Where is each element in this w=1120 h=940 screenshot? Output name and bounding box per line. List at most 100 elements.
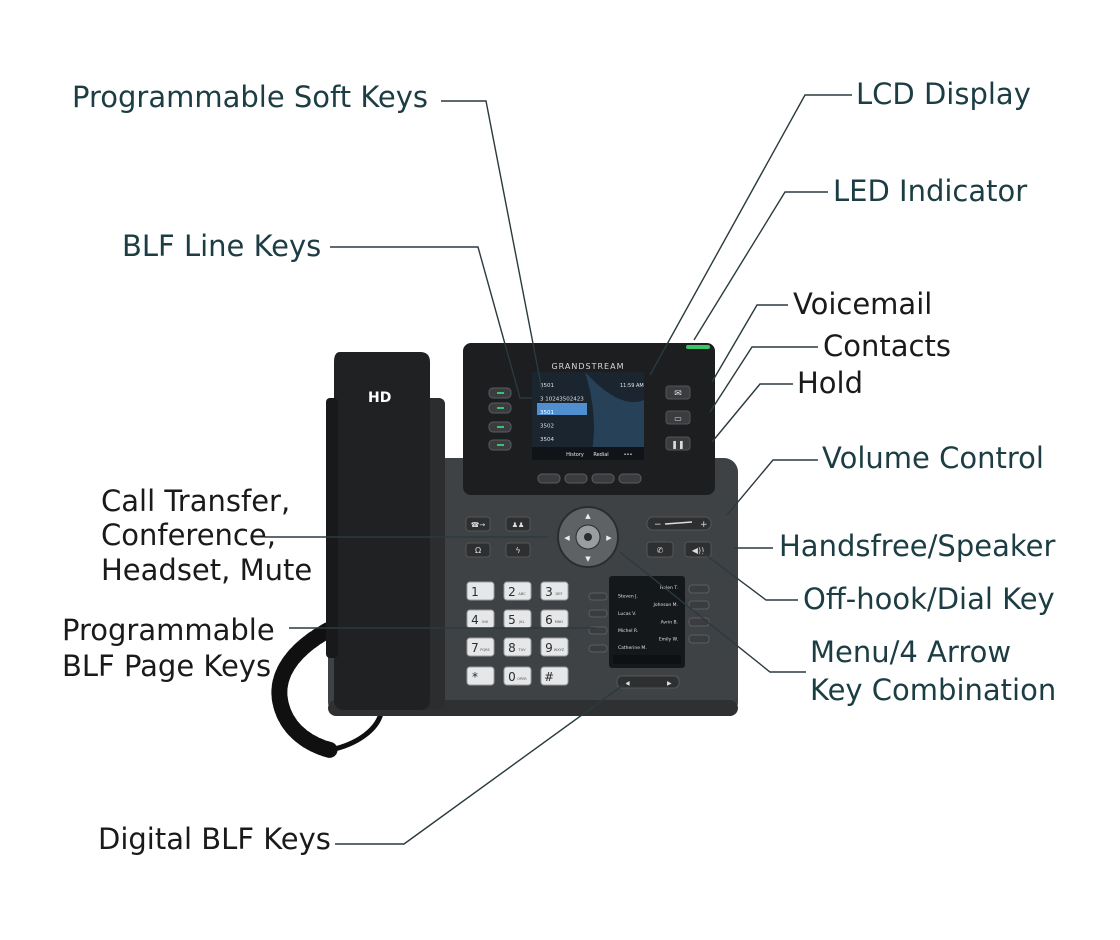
secondary-contact-entry: Lucas V. xyxy=(618,611,636,617)
lcd-softkey-label: ••• xyxy=(624,452,633,458)
book-icon: ▭ xyxy=(674,414,682,423)
speaker-icon: ◀)) xyxy=(692,546,704,555)
lcd-softkey-bar xyxy=(532,447,644,460)
led-indicator xyxy=(686,345,710,349)
conference-icon: ♟♟ xyxy=(512,521,525,529)
ok-dot-icon xyxy=(584,533,592,541)
page-right-icon: ▶ xyxy=(667,680,672,687)
keypad-key[interactable] xyxy=(466,581,495,601)
keypad-key[interactable] xyxy=(503,666,532,686)
keypad-digit: 3 xyxy=(545,585,553,599)
leader-lines xyxy=(265,94,852,845)
blf-line-keys[interactable] xyxy=(488,387,512,451)
label-menu-line2: Key Combination xyxy=(810,673,1057,707)
soft-keys[interactable] xyxy=(537,473,642,484)
mute-key[interactable] xyxy=(505,542,531,558)
keypad-key[interactable] xyxy=(540,637,569,657)
transfer-icon: ☎→ xyxy=(471,521,486,529)
digital-blf-key[interactable] xyxy=(688,584,710,594)
soft-key[interactable] xyxy=(564,473,588,484)
headset-key[interactable] xyxy=(465,542,491,558)
keypad-letters: TUV xyxy=(517,648,526,652)
leader-volume xyxy=(726,459,818,516)
leader-soft-keys xyxy=(441,100,543,391)
leader-lcd xyxy=(649,94,852,376)
page-left-icon: ◀ xyxy=(625,680,630,687)
blf-led-icon xyxy=(497,426,504,428)
volume-ramp-icon xyxy=(664,521,693,525)
transfer-key[interactable] xyxy=(465,516,491,532)
label-contacts: Contacts xyxy=(823,329,951,363)
label-handsfree: Handsfree/Speaker xyxy=(779,529,1056,563)
arrow-right-icon: ▶ xyxy=(606,534,612,542)
hold-key[interactable] xyxy=(665,436,691,451)
secondary-contact-entry: Steven J. xyxy=(618,594,638,600)
blf-page-key[interactable] xyxy=(588,644,608,653)
leader-hold xyxy=(711,383,793,443)
label-volume-control: Volume Control xyxy=(822,441,1044,475)
volume-control[interactable]: − + xyxy=(646,516,712,531)
digital-blf-key[interactable] xyxy=(688,617,710,627)
contacts-key[interactable] xyxy=(665,410,691,425)
blf-page-key[interactable] xyxy=(588,592,608,601)
lcd-softkey-label: Redial xyxy=(593,452,608,458)
secondary-lcd-frame xyxy=(609,576,685,668)
digital-blf-key[interactable] xyxy=(688,600,710,610)
leader-menu xyxy=(619,551,806,673)
volume-minus-icon: − xyxy=(654,520,662,530)
leader-voicemail xyxy=(711,304,788,383)
soft-key[interactable] xyxy=(537,473,561,484)
keypad-key[interactable] xyxy=(540,666,569,686)
keypad-key[interactable] xyxy=(466,637,495,657)
handset[interactable]: HD xyxy=(326,352,445,710)
leader-offhook xyxy=(701,551,798,601)
keypad-key[interactable] xyxy=(503,637,532,657)
envelope-icon: ✉ xyxy=(674,389,682,399)
soft-key[interactable] xyxy=(591,473,615,484)
secondary-contact-entry: Johnson M. xyxy=(653,602,678,608)
digital-blf-key[interactable] xyxy=(688,634,710,644)
call-function-keys[interactable]: ☎→ ♟♟ Ω ϟ xyxy=(465,516,531,558)
page-scroll-key[interactable] xyxy=(616,675,680,689)
voicemail-key[interactable] xyxy=(665,385,691,400)
label-lcd-display: LCD Display xyxy=(856,77,1031,111)
keypad-digit: # xyxy=(544,670,554,684)
lcd-line-entry: 3501 xyxy=(540,383,554,389)
label-blf-page-line2: BLF Page Keys xyxy=(62,649,272,683)
lcd-highlight-row xyxy=(537,403,587,415)
blf-page-key[interactable] xyxy=(588,609,608,618)
keypad-digit: 7 xyxy=(471,641,479,655)
offhook-key[interactable] xyxy=(646,541,674,558)
blf-led-icon xyxy=(497,392,504,394)
pause-icon: ❚❚ xyxy=(671,440,684,449)
blf-page-key[interactable] xyxy=(588,626,608,635)
keypad-key[interactable] xyxy=(540,581,569,601)
digital-blf-keys[interactable] xyxy=(688,584,710,644)
side-function-keys[interactable]: ✉ ▭ ❚❚ xyxy=(665,385,691,451)
label-digital-blf: Digital BLF Keys xyxy=(98,822,331,856)
secondary-contact-entry: Catherine M. xyxy=(618,645,647,651)
brand-label: GRANDSTREAM xyxy=(551,362,624,371)
keypad-letters: JKL xyxy=(518,620,524,624)
mute-icon: ϟ xyxy=(515,546,520,555)
blf-led-icon xyxy=(497,444,504,446)
keypad-letters: GHI xyxy=(482,620,488,624)
keypad-key[interactable] xyxy=(503,581,532,601)
label-blf-line-keys: BLF Line Keys xyxy=(122,229,322,263)
headset-icon: Ω xyxy=(475,546,481,555)
secondary-page-bar xyxy=(613,655,681,664)
soft-key[interactable] xyxy=(618,473,642,484)
keypad-key[interactable] xyxy=(466,666,495,686)
keypad-digit: 1 xyxy=(471,585,479,599)
blf-page-keys[interactable] xyxy=(588,592,608,653)
conference-key[interactable] xyxy=(505,516,531,532)
handset-body xyxy=(334,352,430,710)
navigation-cluster[interactable]: ▲ ▼ ◀ ▶ xyxy=(557,506,619,568)
keypad-letters: DEF xyxy=(556,592,563,596)
keypad-letters: MNO xyxy=(555,620,564,624)
keypad-letters: PQRS xyxy=(480,648,490,652)
secondary-contact-entry: Emily W. xyxy=(659,637,678,643)
